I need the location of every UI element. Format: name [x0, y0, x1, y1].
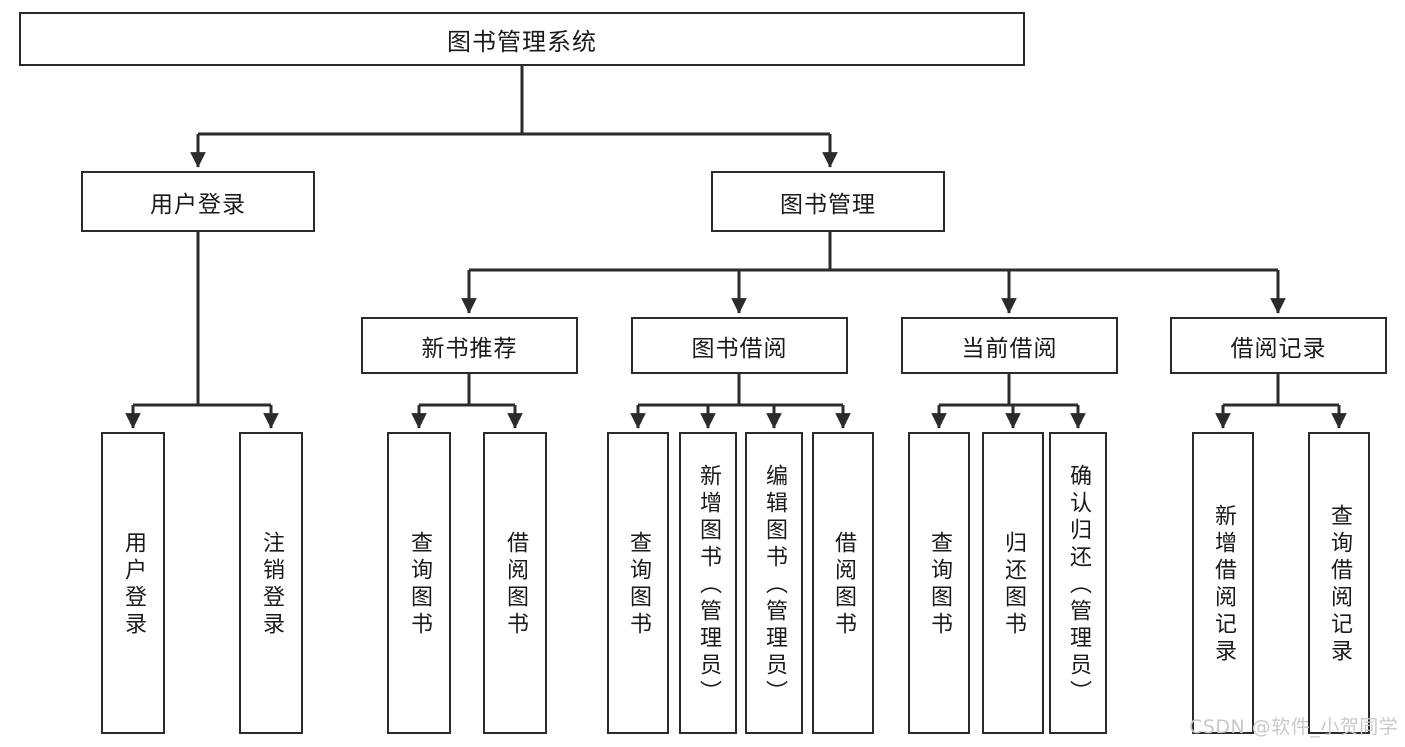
node-label: 当前借阅: [961, 335, 1058, 362]
leaf-logout[interactable]: 注销登录: [239, 432, 303, 734]
leaf-borrow-book[interactable]: 借阅图书: [812, 432, 874, 734]
node-label: 编辑图书（管理员）: [762, 463, 787, 707]
leaf-query-book-borrow[interactable]: 查询图书: [607, 432, 669, 734]
node-label: 用户登录: [150, 191, 246, 218]
leaf-edit-book-admin[interactable]: 编辑图书（管理员）: [745, 432, 803, 734]
node-label: 用户登录: [121, 531, 146, 639]
node-label: 新增借阅记录: [1211, 504, 1236, 666]
node-label: 图书管理: [780, 191, 876, 218]
node-label: 新增图书（管理员）: [696, 463, 721, 707]
node-label: 注销登录: [259, 531, 284, 639]
node-label: 图书借阅: [691, 335, 788, 362]
node-user-login[interactable]: 用户登录: [81, 171, 315, 232]
leaf-borrow-book-recommend[interactable]: 借阅图书: [483, 432, 547, 734]
node-label: 新书推荐: [421, 335, 518, 362]
node-borrow-record[interactable]: 借阅记录: [1170, 317, 1387, 374]
node-label: 查询借阅记录: [1327, 504, 1352, 666]
node-label: 归还图书: [1001, 531, 1026, 639]
leaf-add-borrow-record[interactable]: 新增借阅记录: [1192, 432, 1254, 734]
node-label: 查询图书: [927, 531, 952, 639]
node-label: 借阅记录: [1230, 335, 1327, 362]
node-label: 查询图书: [626, 531, 651, 639]
node-label: 查询图书: [407, 531, 432, 639]
leaf-query-borrow-record[interactable]: 查询借阅记录: [1308, 432, 1370, 734]
node-current-borrow[interactable]: 当前借阅: [901, 317, 1118, 374]
node-book-borrow[interactable]: 图书借阅: [631, 317, 848, 374]
node-label: 借阅图书: [831, 531, 856, 639]
node-book-management[interactable]: 图书管理: [711, 171, 945, 232]
node-label: 确认归还（管理员）: [1066, 463, 1091, 707]
leaf-user-login[interactable]: 用户登录: [101, 432, 165, 734]
node-new-book-recommend[interactable]: 新书推荐: [361, 317, 578, 374]
leaf-confirm-return-admin[interactable]: 确认归还（管理员）: [1049, 432, 1107, 734]
leaf-return-book[interactable]: 归还图书: [982, 432, 1044, 734]
leaf-add-book-admin[interactable]: 新增图书（管理员）: [679, 432, 737, 734]
node-label: 图书管理系统: [447, 27, 597, 56]
leaf-query-book-recommend[interactable]: 查询图书: [387, 432, 451, 734]
node-root-system[interactable]: 图书管理系统: [19, 12, 1025, 66]
node-label: 借阅图书: [503, 531, 528, 639]
leaf-query-book-current[interactable]: 查询图书: [908, 432, 970, 734]
